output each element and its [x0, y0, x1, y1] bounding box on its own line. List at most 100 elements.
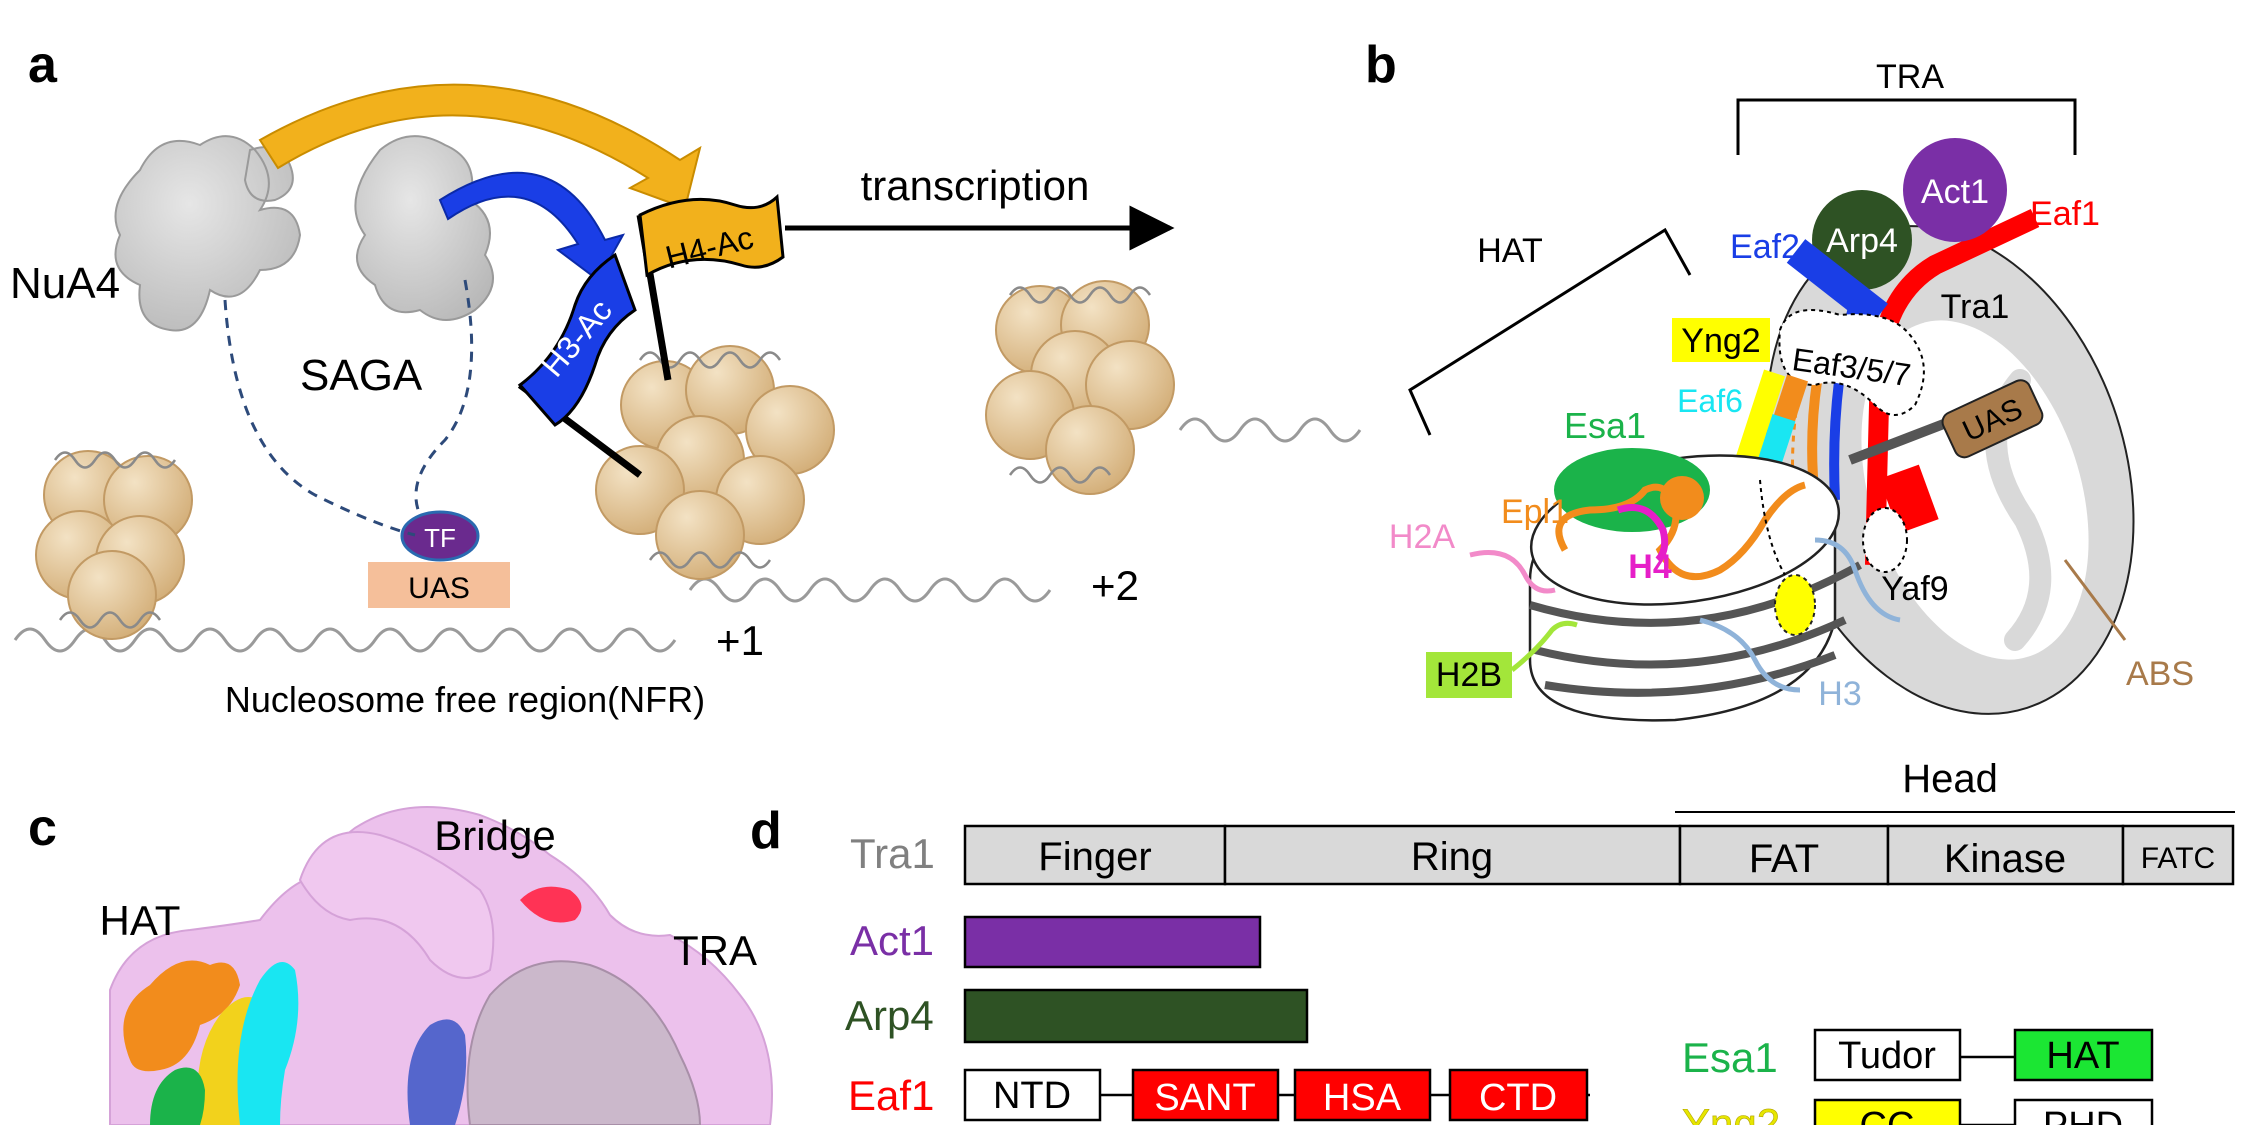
- epl1-squiggle: [1555, 481, 1807, 581]
- act1-domain-bar: [963, 915, 1262, 969]
- nfr-label: Nucleosome free region(NFR): [225, 679, 705, 720]
- tra-label: TRA: [1876, 58, 1944, 96]
- uas-box-b: [1941, 379, 2044, 459]
- eaf1-domain-ntd-label: NTD: [993, 1075, 1071, 1117]
- dna-strand-left: [13, 627, 677, 653]
- esa1-domain-bar: Tudor HAT: [1813, 1028, 2154, 1082]
- transcription-label: transcription: [861, 162, 1090, 209]
- hat-label: HAT: [1477, 232, 1542, 270]
- eaf1-domain-hsa-label: HSA: [1323, 1077, 1402, 1119]
- nua4-label: NuA4: [10, 259, 120, 308]
- eaf1-domain-ctd-label: CTD: [1479, 1077, 1557, 1119]
- plus2-label: +2: [1091, 562, 1139, 609]
- tra1-name-d: Tra1: [850, 830, 935, 877]
- tra1-domain-fat: [1678, 824, 1890, 886]
- tra1-domain-fat-label: FAT: [1749, 837, 1819, 881]
- tf-ellipse: [400, 510, 480, 562]
- eaf1-name-d: Eaf1: [848, 1072, 934, 1119]
- h4-label: H4: [1628, 548, 1672, 586]
- panel-a: a UAS TF: [10, 36, 1362, 720]
- yng2-name-d: Yng2: [1682, 1100, 1780, 1125]
- eaf1-domain-ctd: [1448, 1068, 1589, 1122]
- tra1-domain-ring-label: Ring: [1411, 835, 1493, 879]
- eaf357-blob: [1778, 309, 1925, 416]
- panel-d-letter: d: [750, 802, 782, 860]
- h2b-tail: [1510, 620, 1578, 672]
- panel-a-letter: a: [28, 36, 58, 94]
- hat-label-c: HAT: [100, 897, 181, 944]
- panel-d: d Head Tra1 Finger Ring FAT Kinase FATC …: [750, 757, 2235, 1125]
- uas-label: UAS: [408, 572, 470, 605]
- act1-name-d: Act1: [850, 917, 934, 964]
- bridge-arch: [298, 831, 495, 979]
- esa1-domain-hat-label: HAT: [2046, 1035, 2119, 1077]
- dna-strand-mid: [688, 577, 1052, 603]
- panel-c: c HAT Bridge TRA: [28, 799, 773, 1125]
- act1-circle: [1903, 138, 2007, 242]
- uas-box: [368, 562, 510, 608]
- h3ac-flag: [517, 252, 637, 427]
- yng2-label-bg: [1672, 318, 1770, 362]
- arp4-label: Arp4: [1826, 222, 1898, 260]
- nucleosome-cluster-plus1: [595, 345, 835, 580]
- eaf1-domain-ntd: [963, 1068, 1102, 1122]
- head-label: Head: [1902, 757, 1998, 801]
- abs-label: ABS: [2126, 655, 2194, 693]
- tra1-domain-fatc-label: FATC: [2141, 842, 2215, 875]
- tra1-label: Tra1: [1941, 288, 2010, 326]
- yng2-domain-phd-label: PHD: [2043, 1105, 2123, 1125]
- tra-density: [466, 960, 702, 1125]
- tra1-domain-finger-label: Finger: [1038, 835, 1151, 879]
- eaf1-domain-bar: NTD SANT HSA CTD: [963, 1068, 1590, 1122]
- eaf2-label: Eaf2: [1730, 228, 1800, 266]
- yng2-domain-cc-label: CC: [1860, 1105, 1915, 1125]
- eaf2-bar: [1786, 239, 1888, 328]
- saga-label: SAGA: [300, 351, 423, 400]
- hat-density: [123, 886, 582, 1125]
- yng2-domain-phd: [2013, 1098, 2154, 1125]
- arp4-domain-bar: [963, 988, 1309, 1044]
- plus1-label: +1: [716, 617, 764, 664]
- eaf1-domain-hsa: [1293, 1068, 1432, 1122]
- eaf1-domain-sant: [1131, 1068, 1280, 1122]
- h2a-label: H2A: [1389, 518, 1455, 556]
- h4ac-flag: [638, 193, 785, 278]
- esa1-name-d: Esa1: [1682, 1034, 1778, 1081]
- eaf6-label: Eaf6: [1677, 383, 1743, 419]
- nucleosome-cluster-left: [35, 450, 193, 640]
- panel-b-letter: b: [1365, 36, 1397, 94]
- h3-label: H3: [1818, 675, 1861, 713]
- esa1-domain-tudor-label: Tudor: [1838, 1035, 1936, 1077]
- esa1-domain-tudor: [1813, 1028, 1962, 1082]
- h4-tail: [1616, 504, 1669, 563]
- yng2-label: Yng2: [1681, 322, 1760, 360]
- h2b-label: H2B: [1436, 656, 1502, 694]
- nua4-tether-dashed: [223, 299, 416, 537]
- bridge-label: Bridge: [434, 812, 555, 859]
- yaf9-label: Yaf9: [1881, 570, 1948, 608]
- nucleosome-cluster-plus2: [985, 280, 1175, 495]
- abs-pointer: [2063, 559, 2127, 641]
- tra1-domain-fatc: [2121, 824, 2235, 886]
- panel-c-letter: c: [28, 799, 57, 857]
- tra1-domain-kinase-label: Kinase: [1944, 837, 2066, 881]
- epl1-label: Epl1: [1501, 493, 1569, 531]
- h2a-tail: [1469, 550, 1556, 594]
- act1-label: Act1: [1921, 173, 1989, 211]
- hat-bracket: [1408, 227, 1692, 436]
- yng2-domain-cc: [1813, 1098, 1962, 1125]
- yng2-oval: [1774, 574, 1816, 636]
- h2b-label-bg: [1426, 652, 1512, 698]
- panel-b: b TRA HAT Tra1 Eaf1 Act1 Arp4 Eaf2: [1365, 36, 2194, 722]
- eaf1-label: Eaf1: [2030, 195, 2100, 233]
- arp4-name-d: Arp4: [845, 992, 934, 1039]
- yng2-domain-bar: CC PHD: [1813, 1098, 2154, 1125]
- tra-bracket: [1736, 98, 2077, 155]
- tra-label-c: TRA: [673, 927, 757, 974]
- dotted-connector: [1759, 479, 1786, 576]
- h3-tail-2: [1814, 537, 1901, 623]
- h3-tail-1: [1699, 617, 1801, 693]
- saga-complex-shape: [354, 135, 494, 321]
- tra1-domain-bar: Finger Ring FAT Kinase FATC: [963, 824, 2235, 886]
